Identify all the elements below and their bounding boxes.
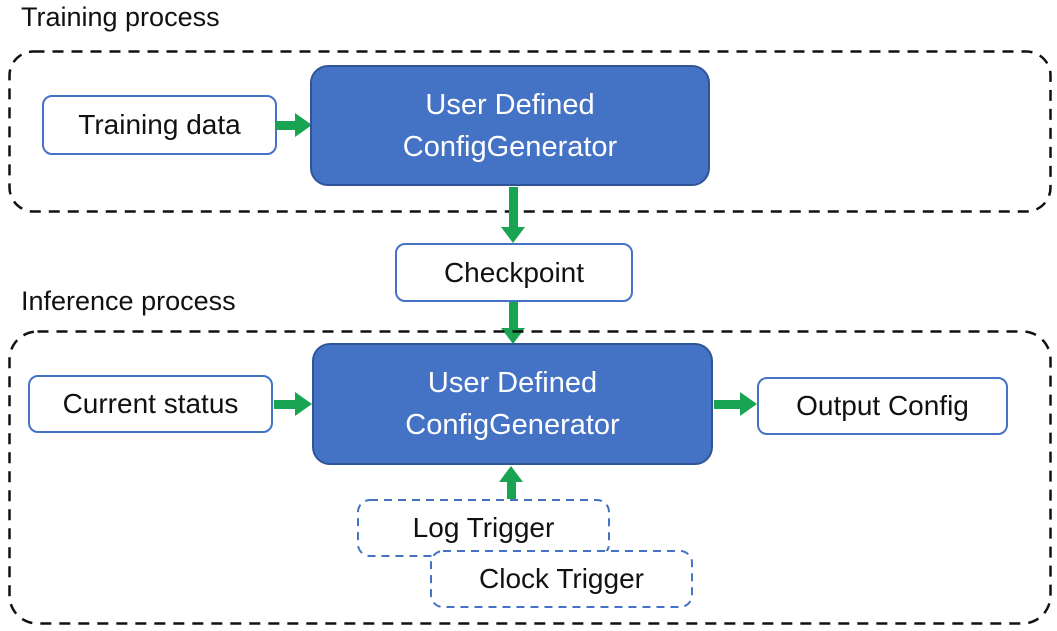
config-generator-training-label-line1: User Defined: [425, 88, 595, 121]
arrow-triggers-to-generator: [499, 466, 523, 499]
clock-trigger-border: [430, 550, 693, 608]
arrow-shaft: [506, 481, 516, 499]
config-generator-inference-label-line1: User Defined: [427, 367, 598, 399]
output-config-label: Output Config: [796, 390, 969, 421]
arrow-head-right-icon: [295, 392, 312, 416]
inference-process-label: Inference process: [21, 286, 236, 316]
config-generator-inference-box: User Defined ConfigGenerator: [312, 343, 713, 465]
arrow-generator-to-checkpoint: [501, 187, 525, 243]
arrow-generator-to-output-config: [714, 392, 757, 416]
training-data-label: Training data: [78, 109, 241, 140]
clock-trigger-label: Clock Trigger: [479, 563, 644, 594]
config-generator-inference-label-line2: ConfigGenerator: [405, 409, 620, 441]
current-status-box: Current status: [28, 375, 273, 433]
training-data-box: Training data: [42, 95, 277, 155]
arrow-shaft: [274, 399, 296, 409]
config-generator-training-box: User Defined ConfigGenerator: [310, 65, 710, 186]
arrow-head-up-icon: [499, 466, 523, 482]
arrow-head-right-icon: [295, 113, 312, 137]
arrow-head-right-icon: [740, 392, 757, 416]
checkpoint-box: Checkpoint: [395, 243, 633, 302]
output-config-box: Output Config: [757, 377, 1008, 435]
arrow-shaft: [276, 120, 296, 130]
checkpoint-label: Checkpoint: [443, 256, 585, 288]
current-status-label: Current status: [62, 388, 239, 419]
training-process-label: Training process: [21, 2, 220, 32]
arrow-head-down-icon: [501, 227, 525, 243]
arrow-training-data-to-generator: [276, 113, 312, 137]
training-container-border: [8, 50, 1052, 213]
config-generator-training-label-line2: ConfigGenerator: [402, 130, 618, 163]
arrow-current-status-to-generator: [274, 392, 312, 416]
inference-container-border: [8, 330, 1052, 625]
log-trigger-label: Log Trigger: [412, 512, 555, 543]
arrow-shaft: [508, 187, 518, 228]
arrow-shaft: [714, 399, 741, 409]
arrow-shaft: [508, 302, 518, 329]
